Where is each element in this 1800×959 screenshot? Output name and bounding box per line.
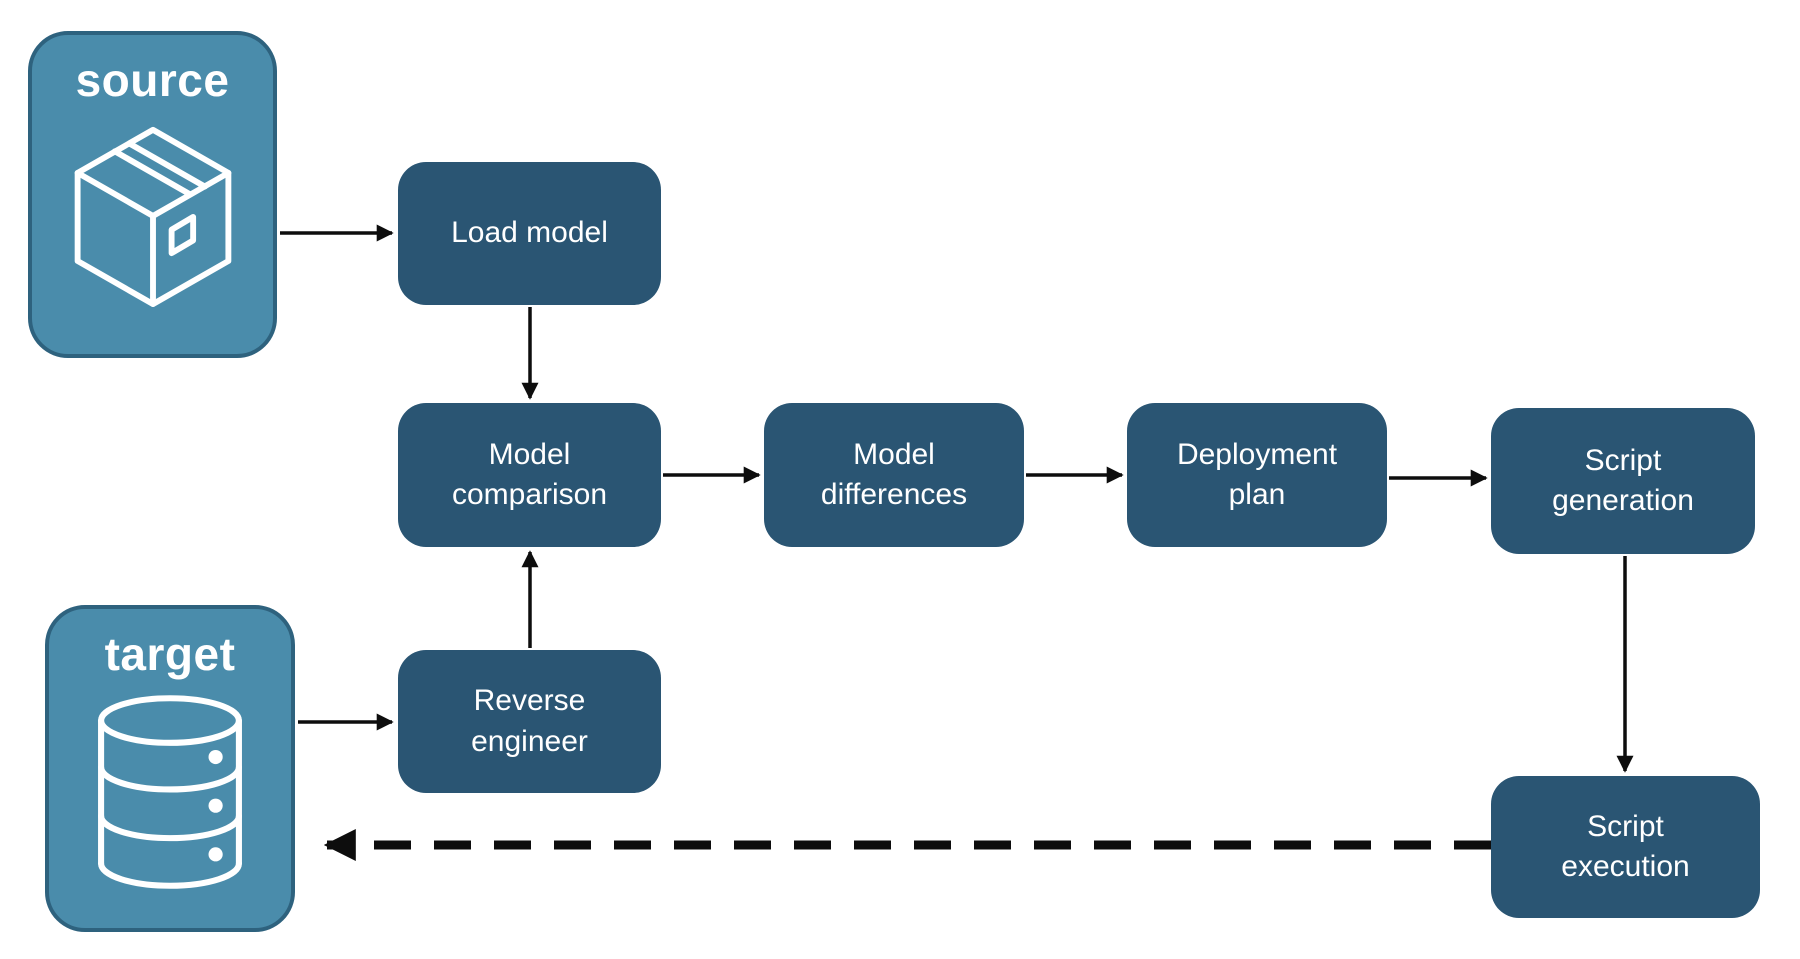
node-model-differences: Model differences — [764, 403, 1024, 547]
node-reverse-engineer-label: Reverse engineer — [471, 684, 588, 758]
target-container: target — [45, 605, 295, 932]
database-icon — [98, 694, 242, 889]
node-script-generation-label: Script generation — [1552, 443, 1694, 518]
source-label: source — [75, 54, 230, 106]
target-label: target — [104, 628, 236, 680]
node-model-differences-label: Model differences — [820, 437, 968, 512]
node-script-execution-label: Script execution — [1561, 809, 1690, 884]
node-reverse-engineer: Reverse engineer — [398, 650, 661, 793]
source-container: source — [28, 31, 277, 358]
node-deployment-plan-label: Deployment plan — [1176, 437, 1338, 512]
node-script-generation: Script generation — [1491, 408, 1755, 554]
node-model-comparison: Model comparison — [398, 403, 661, 547]
package-icon — [74, 126, 231, 307]
node-load-model-label: Load model — [451, 216, 608, 250]
node-load-model: Load model — [398, 162, 661, 305]
node-script-execution: Script execution — [1491, 776, 1760, 918]
node-model-comparison-label: Model comparison — [451, 437, 608, 512]
node-deployment-plan: Deployment plan — [1127, 403, 1387, 547]
